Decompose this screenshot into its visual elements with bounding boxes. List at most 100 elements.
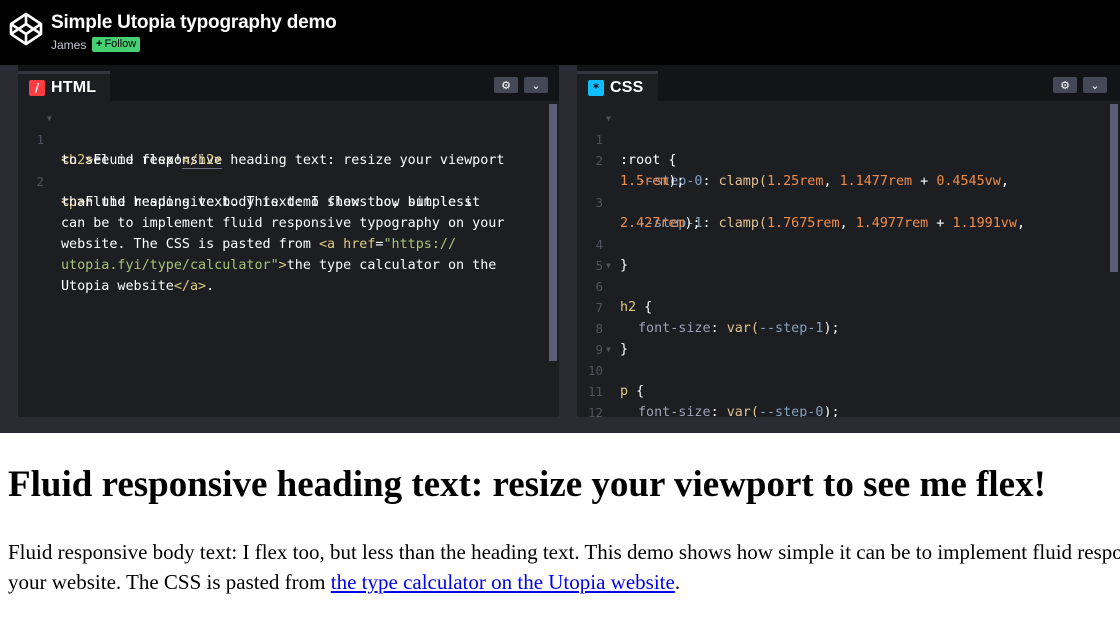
line-number: 2: [36, 174, 44, 189]
code-token: :: [702, 174, 719, 189]
pen-title: Simple Utopia typography demo: [51, 12, 337, 33]
follow-label: Follow: [104, 38, 137, 50]
code-line: 1▼ :root {: [577, 108, 1120, 168]
fold-arrow-icon[interactable]: ▼: [47, 114, 52, 123]
fold-arrow-icon[interactable]: ▼: [606, 345, 611, 354]
code-token: >: [278, 258, 287, 273]
html-code[interactable]: 1▼ <h2>Fluid responsive heading text: re…: [18, 108, 559, 294]
line-number: 2: [595, 153, 603, 168]
chevron-down-icon[interactable]: ⌄: [1083, 77, 1107, 93]
code-token: <h2>: [61, 153, 94, 168]
code-line: Utopia website</a>.: [18, 255, 559, 294]
pen-header: Simple Utopia typography demo James +Fol…: [0, 0, 1120, 65]
author-name[interactable]: James: [51, 38, 87, 52]
line-number: 6: [595, 279, 603, 294]
tab-css[interactable]: * CSS: [577, 71, 658, 101]
chevron-down-icon[interactable]: ⌄: [524, 77, 548, 93]
code-token: <a: [318, 237, 344, 252]
code-token: </a>: [173, 279, 207, 294]
utopia-calculator-link[interactable]: the type calculator on the Utopia websit…: [330, 570, 675, 594]
fold-arrow-icon[interactable]: ▼: [606, 114, 611, 123]
preview-body-end: .: [674, 570, 681, 594]
code-line: 2 <p>Fluid responsive body text: I flex …: [18, 150, 559, 210]
css-scrollbar[interactable]: [1110, 104, 1118, 272]
code-line: 8 }: [577, 297, 1120, 357]
code-token: font-size: [638, 405, 711, 420]
code-token: 1.7675rem: [767, 216, 840, 231]
code-token: </h2>: [181, 153, 223, 169]
line-number: 8: [595, 321, 603, 336]
line-number: 10: [587, 363, 603, 378]
line-number: 4: [595, 237, 603, 252]
code-token: --step-0: [638, 174, 703, 189]
code-token: font-size: [638, 321, 711, 336]
line-number: 1: [595, 132, 603, 147]
code-token: --step-1: [758, 321, 824, 336]
follow-button[interactable]: +Follow: [92, 37, 141, 52]
code-line: 10▼ p {: [577, 339, 1120, 399]
editors-panel: / HTML ⚙ ⌄ 1▼ <h2>Fluid responsive headi…: [0, 65, 1120, 441]
line-number: 5: [595, 258, 603, 273]
line-number: 7: [595, 300, 603, 315]
code-token: {: [628, 384, 645, 399]
code-line: 2 --step-0: clamp(1.25rem, 1.1477rem + 0…: [577, 129, 1120, 189]
code-line: 5: [577, 234, 1120, 273]
code-token: h2: [620, 300, 637, 315]
tab-html[interactable]: / HTML: [18, 71, 111, 101]
code-token: :root {: [620, 153, 677, 168]
code-token: Fluid responsive body text: I flex too, …: [85, 195, 473, 210]
code-token: utopia.fyi/type/calculator": [61, 258, 279, 273]
css-code[interactable]: 1▼ :root { 2 --step-0: clamp(1.25rem, 1.…: [577, 108, 1120, 441]
line-number: 9: [595, 342, 603, 357]
code-token: ,: [839, 216, 856, 231]
code-token: website. The CSS is pasted from: [61, 237, 319, 252]
settings-gear-icon[interactable]: ⚙: [494, 77, 518, 93]
html-editor[interactable]: / HTML ⚙ ⌄ 1▼ <h2>Fluid responsive headi…: [18, 65, 559, 417]
code-token: clamp(: [718, 174, 767, 189]
code-token: );: [823, 321, 840, 336]
code-token: can be to implement fluid responsive typ…: [61, 216, 505, 231]
code-token: );: [823, 405, 840, 420]
resize-divider[interactable]: [0, 417, 1120, 433]
html-scrollbar[interactable]: [549, 104, 557, 361]
css-editor-header: * CSS ⚙ ⌄: [577, 65, 1120, 101]
code-token: 1.25rem: [767, 174, 824, 189]
line-number: 11: [587, 384, 603, 399]
code-token: :: [710, 321, 727, 336]
code-line: 12 }: [577, 381, 1120, 441]
code-token: ,: [1016, 216, 1025, 231]
code-token: ,: [1000, 174, 1009, 189]
code-token: "https://: [383, 237, 457, 252]
code-line: 9: [577, 318, 1120, 357]
preview-body-text: Fluid responsive body text: I flex too, …: [8, 540, 1120, 594]
code-token: --step-1: [638, 216, 703, 231]
code-token: than the heading text. This demo shows h…: [61, 195, 481, 210]
code-line: 6▼ h2 {: [577, 255, 1120, 315]
code-token: );: [684, 216, 701, 231]
code-token: clamp(: [718, 216, 767, 231]
code-token: 2.427rem: [620, 216, 685, 231]
code-token: :: [702, 216, 719, 231]
code-token: }: [620, 342, 629, 357]
code-token: ,: [823, 174, 840, 189]
html-icon: /: [29, 79, 45, 96]
codepen-logo-icon[interactable]: [8, 11, 44, 47]
code-line: website. The CSS is pasted from <a href=…: [18, 213, 559, 252]
code-token: 1.5rem: [620, 174, 669, 189]
code-token: href: [343, 237, 376, 252]
code-token: 1.4977rem: [855, 216, 929, 231]
css-tab-label: CSS: [610, 78, 644, 96]
code-token: {: [636, 300, 653, 315]
code-line: 1▼ <h2>Fluid responsive heading text: re…: [18, 108, 559, 168]
code-token: <p>: [61, 195, 86, 210]
code-token: var(: [726, 321, 759, 336]
code-line: than the heading text. This demo shows h…: [18, 171, 559, 210]
code-line: to see me flex!</h2>: [18, 129, 559, 169]
code-token: p: [620, 384, 629, 399]
css-editor[interactable]: * CSS ⚙ ⌄ 1▼ :root { 2 --step-0: clamp(1…: [577, 65, 1120, 441]
code-token: 1.1477rem: [839, 174, 913, 189]
fold-arrow-icon[interactable]: ▼: [606, 261, 611, 270]
settings-gear-icon[interactable]: ⚙: [1053, 77, 1077, 93]
code-token: Utopia website: [61, 279, 174, 294]
code-line: 11 font-size: var(--step-0);: [577, 360, 1120, 420]
